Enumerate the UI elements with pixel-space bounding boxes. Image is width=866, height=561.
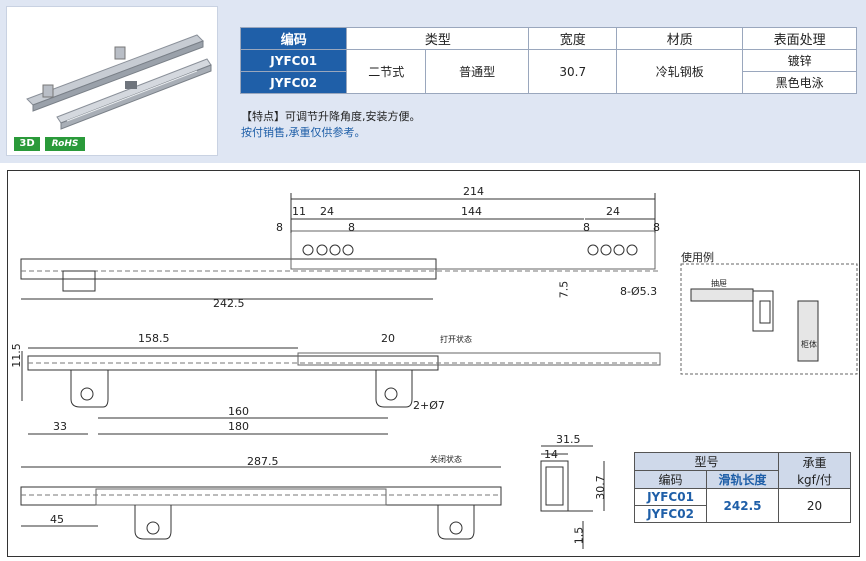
- dim-8d: 8: [653, 221, 660, 234]
- dim-14: 14: [544, 448, 558, 461]
- surface-cell: 镀锌: [742, 49, 857, 72]
- dim-214: 214: [463, 185, 484, 198]
- dim-242-5: 242.5: [213, 297, 245, 310]
- drawing-lines: [20, 193, 858, 549]
- load-code-cell: JYFC02: [634, 505, 707, 523]
- type-b-cell: 普通型: [424, 49, 530, 94]
- load-length-header: 滑轨长度: [706, 470, 779, 489]
- type-a-cell: 二节式: [346, 49, 426, 94]
- dim-24b: 24: [606, 205, 620, 218]
- closed-state-label: 关闭状态: [430, 455, 462, 464]
- open-view-inner-rail: [297, 352, 661, 366]
- load-model-header: 型号: [634, 452, 779, 471]
- load-value-cell: 20: [778, 488, 851, 523]
- header-width: 宽度: [528, 27, 618, 50]
- usage-cabinet-label: 柜体: [801, 340, 817, 349]
- dim-holes-open: 2+Ø7: [413, 399, 445, 412]
- header-type: 类型: [346, 27, 530, 50]
- surface-cell: 黑色电泳: [742, 71, 857, 94]
- header-surface: 表面处理: [742, 27, 857, 50]
- dim-24a: 24: [320, 205, 334, 218]
- usage-title: 使用例: [681, 251, 714, 264]
- load-length-cell: 242.5: [706, 488, 779, 523]
- dim-144: 144: [461, 205, 482, 218]
- dim-45: 45: [50, 513, 64, 526]
- dim-158-5: 158.5: [138, 332, 170, 345]
- rohs-badge: RoHS: [45, 137, 85, 151]
- header-code: 编码: [239, 27, 348, 50]
- top-view-inner-rail: [290, 230, 656, 270]
- usage-drawer-label: 抽屉: [711, 279, 727, 288]
- header-material: 材质: [616, 27, 744, 50]
- dim-8b: 8: [348, 221, 355, 234]
- top-view-bracket: [62, 270, 96, 292]
- dim-11-5: 11.5: [9, 343, 23, 368]
- open-state-label: 打开状态: [440, 335, 472, 344]
- cross-section-profile: [540, 460, 569, 512]
- open-bracket-left: [70, 370, 109, 408]
- code-cell: JYFC01: [239, 49, 348, 72]
- dim-180: 180: [228, 420, 249, 433]
- dim-33: 33: [53, 420, 67, 433]
- dim-160: 160: [228, 405, 249, 418]
- spec-table: 编码 类型 宽度 材质 表面处理 JYFC01 二节式 普通型 30.7 冷轧钢…: [239, 27, 857, 94]
- usage-example-box: [680, 263, 858, 375]
- load-table: 型号 承重 kgf/付 编码 滑轨长度 JYFC01 242.5 20 JYFC…: [634, 452, 851, 523]
- dim-30-7: 30.7: [593, 475, 607, 500]
- dim-8c: 8: [583, 221, 590, 234]
- dim-287-5: 287.5: [247, 455, 279, 468]
- slide-rail-illustration: [26, 34, 212, 130]
- dim-8a: 8: [276, 221, 283, 234]
- feature-note: 【特点】可调节升降角度,安装方便。: [241, 110, 421, 123]
- dim-20: 20: [381, 332, 395, 345]
- dim-11: 11: [292, 205, 306, 218]
- dim-holes-top: 8-Ø5.3: [620, 285, 658, 298]
- code-cell: JYFC02: [239, 71, 348, 94]
- load-code-cell: JYFC01: [634, 488, 707, 506]
- open-bracket-right: [375, 370, 413, 408]
- closed-view-rail: [20, 486, 502, 506]
- dim-7-5: 7.5: [557, 280, 571, 299]
- sale-note: 按付销售,承重仅供参考。: [241, 126, 366, 139]
- dim-1-5: 1.5: [572, 526, 586, 545]
- width-cell: 30.7: [528, 49, 618, 94]
- load-unit-label: kgf/付: [797, 472, 832, 487]
- load-code-header: 编码: [634, 470, 707, 489]
- material-cell: 冷轧钢板: [616, 49, 744, 94]
- load-header-label: 承重: [802, 455, 827, 470]
- 3d-badge: 3D: [14, 137, 40, 151]
- load-capacity-header: 承重 kgf/付: [778, 452, 851, 489]
- product-photo: 3D RoHS: [6, 6, 218, 156]
- dim-31-5: 31.5: [556, 433, 581, 446]
